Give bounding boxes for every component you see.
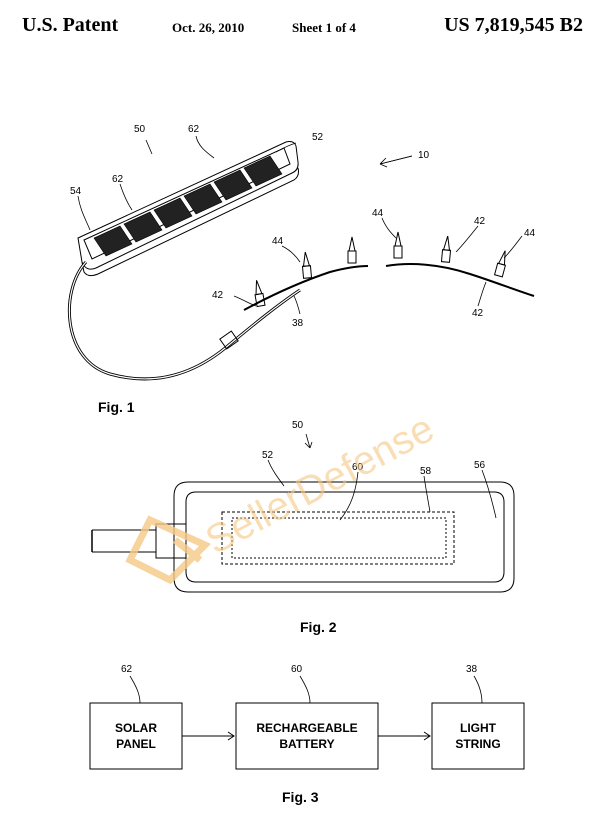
fig2-battery-inner (231, 517, 447, 559)
fig1-ref: 54 (70, 186, 82, 197)
fig1-bulb (254, 280, 266, 308)
fig2-ref: 52 (262, 450, 274, 461)
watermark-logo-icon (125, 515, 212, 585)
fig2-reference-numerals: 50 52 60 58 56 (262, 420, 486, 477)
fig2-leader-lines (267, 433, 497, 521)
fig1-panel-housing-inner (83, 147, 291, 260)
fig1-bulbs (254, 231, 507, 308)
fig3-box-text: LIGHT (460, 721, 497, 735)
fig3-leader-lines (129, 675, 483, 704)
fig1-panel-housing (77, 141, 299, 270)
fig2-housing-outer (173, 481, 515, 593)
fig3-box-light-string: LIGHT STRING (431, 702, 525, 770)
fig2-cable-sleeve (155, 523, 187, 559)
fig1-cable (67, 260, 301, 381)
fig3-box-text: RECHARGEABLE (256, 721, 357, 735)
fig1-ref: 42 (472, 308, 484, 319)
fig1-bulb (440, 235, 452, 263)
fig1-bulb (493, 250, 507, 278)
fig1-ref: 42 (474, 216, 486, 227)
fig1-ref: 52 (312, 132, 324, 143)
fig2-housing-inner (185, 491, 505, 583)
header-sheet: Sheet 1 of 4 (292, 20, 356, 35)
fig3-ref: 38 (466, 664, 478, 675)
fig1-ref: 42 (212, 290, 224, 301)
header-patent-number: US 7,819,545 B2 (444, 14, 583, 36)
fig1-label: Fig. 1 (98, 399, 135, 415)
fig1-bulb (347, 236, 357, 264)
fig3-box-text: STRING (455, 737, 500, 751)
fig1-ref: 44 (372, 208, 384, 219)
header-date: Oct. 26, 2010 (172, 20, 245, 35)
fig1-ref: 44 (524, 228, 536, 239)
header-patent-label: U.S. Patent (22, 14, 119, 36)
fig3-label: Fig. 3 (282, 789, 319, 805)
fig3-ref: 62 (121, 664, 133, 675)
fig3-box-text: BATTERY (279, 737, 334, 751)
fig1-solar-cells (93, 155, 283, 257)
fig1-ref: 10 (418, 150, 430, 161)
fig1-bulb (301, 251, 313, 279)
fig1-light-string-left (243, 265, 369, 311)
fig3-box-text: PANEL (116, 737, 156, 751)
fig2-ref: 56 (474, 460, 486, 471)
fig1-panel-side (81, 167, 299, 277)
fig3-diagram: SOLAR PANEL RECHARGEABLE BATTERY LIGHT S… (89, 664, 525, 770)
fig2-battery-outline (221, 511, 455, 565)
fig3-box-rechargeable-battery: RECHARGEABLE BATTERY (235, 702, 379, 770)
fig2-ref: 60 (352, 462, 364, 473)
fig1-connector (219, 330, 239, 350)
fig3-ref: 60 (291, 664, 303, 675)
fig1-ref: 44 (272, 236, 284, 247)
fig2-label: Fig. 2 (300, 619, 337, 635)
fig2-ref: 58 (420, 466, 432, 477)
fig1-ref: 62 (112, 174, 124, 185)
watermark-text: SellerDefense (199, 406, 441, 563)
fig1-drawing (67, 135, 535, 381)
fig3-arrows (182, 731, 431, 741)
fig1-bulb (393, 231, 403, 259)
fig2-drawing (91, 433, 515, 593)
fig3-box-text: SOLAR (115, 721, 157, 735)
fig1-ref: 50 (134, 124, 146, 135)
fig1-ref: 62 (188, 124, 200, 135)
watermark: SellerDefense (125, 406, 441, 585)
fig1-reference-numerals: 50 62 52 10 62 54 44 44 42 44 42 42 38 (70, 124, 536, 329)
fig1-light-string-right (385, 263, 535, 297)
fig2-ref: 50 (292, 420, 304, 431)
fig1-ref: 38 (292, 318, 304, 329)
fig3-box-solar-panel: SOLAR PANEL (89, 702, 183, 770)
